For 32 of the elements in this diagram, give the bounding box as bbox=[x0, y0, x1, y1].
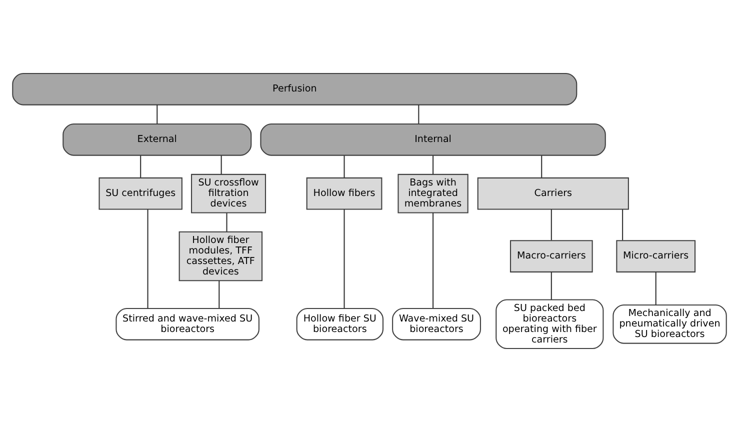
node-box: Hollow fibers bbox=[306, 177, 382, 210]
node-box: SU crossflow filtration devices bbox=[190, 174, 266, 214]
connector bbox=[432, 212, 434, 308]
node-box: Carriers bbox=[477, 177, 629, 210]
node-box: SU packed bed bioreactors operating with fiber carriers bbox=[496, 299, 604, 350]
connector bbox=[418, 104, 420, 124]
node-box: Internal bbox=[260, 123, 606, 156]
connector bbox=[432, 156, 434, 174]
connector bbox=[140, 156, 142, 178]
node-box: Wave-mixed SU bioreactors bbox=[392, 308, 481, 340]
node-box: Stirred and wave-mixed SU bioreactors bbox=[116, 308, 260, 340]
connector bbox=[147, 209, 148, 308]
connector bbox=[218, 280, 220, 308]
node-box: Macro-carriers bbox=[510, 240, 593, 272]
node-box: Perfusion bbox=[12, 72, 578, 106]
node-box: SU centrifuges bbox=[98, 177, 182, 210]
connector bbox=[550, 272, 552, 300]
connector bbox=[541, 156, 542, 178]
node-box: Hollow fiber SU bioreactors bbox=[296, 308, 384, 340]
connector bbox=[344, 156, 345, 178]
node-box: Bags with integrated membranes bbox=[398, 174, 468, 214]
connector bbox=[344, 209, 345, 308]
connector bbox=[156, 104, 158, 124]
connector bbox=[622, 209, 624, 240]
connector bbox=[226, 213, 228, 232]
connector bbox=[550, 209, 552, 240]
node-box: Hollow fiber modules, TFF cassettes, ATF devices bbox=[178, 231, 263, 282]
connector bbox=[655, 272, 656, 305]
node-box: Micro-carriers bbox=[616, 240, 696, 272]
connector bbox=[220, 156, 222, 174]
node-box: Mechanically and pneumatically driven SU bioreactors bbox=[612, 304, 727, 344]
node-box: External bbox=[62, 123, 252, 156]
